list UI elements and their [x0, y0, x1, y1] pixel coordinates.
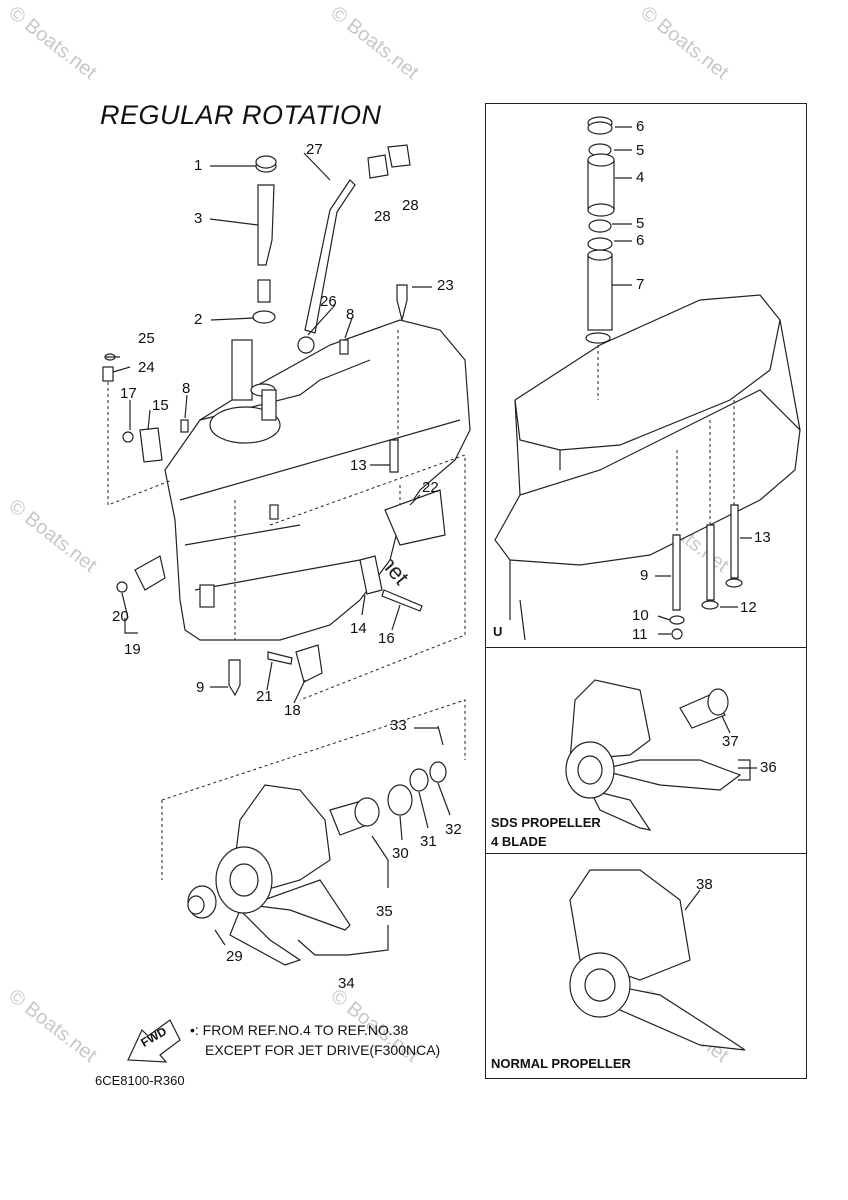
page-title: REGULAR ROTATION: [100, 100, 382, 130]
callout-36: 36: [760, 759, 777, 776]
callout-18: 18: [284, 702, 301, 719]
callout-11: 11: [632, 626, 648, 643]
callout-26: 26: [320, 293, 337, 310]
callout-21: 21: [256, 688, 273, 705]
propeller-main: [215, 784, 351, 966]
callout-23: 23: [437, 277, 454, 294]
callout-4: 4: [636, 169, 645, 186]
callout-16: 16: [378, 630, 395, 647]
callout-34: 34: [338, 975, 355, 992]
callout-5: 5: [636, 215, 645, 232]
normal-propeller-panel: [485, 853, 807, 1079]
callout-19: 19: [124, 641, 141, 658]
callout-6: 6: [636, 232, 645, 249]
callout-17: 17: [120, 385, 137, 402]
callout-24: 24: [138, 359, 155, 376]
diagram-code: 6CE8100-R360: [95, 1073, 185, 1088]
sds-blade-label: 4 BLADE: [491, 834, 547, 849]
footnote-line-2: EXCEPT FOR JET DRIVE(F300NCA): [205, 1042, 441, 1058]
callout-7: 7: [636, 276, 645, 293]
callout-30: 30: [392, 845, 409, 862]
u-variant-label: U: [493, 624, 503, 639]
callout-38: 38: [696, 876, 713, 893]
footnote-line-1: •: FROM REF.NO.4 TO REF.NO.38: [190, 1022, 409, 1038]
callout-35: 35: [376, 903, 393, 920]
callout-12: 12: [740, 599, 757, 616]
normal-propeller-label: NORMAL PROPELLER: [491, 1056, 631, 1071]
callout-14: 14: [350, 620, 367, 637]
footnote: •: FROM REF.NO.4 TO REF.NO.38 EXCEPT FOR…: [190, 1020, 440, 1060]
callout-37: 37: [722, 733, 739, 750]
callout-20: 20: [112, 608, 129, 625]
callout-32: 32: [445, 821, 462, 838]
callout-2: 2: [194, 311, 203, 328]
sds-propeller-label: SDS PROPELLER: [491, 815, 601, 830]
callout-8: 8: [182, 380, 191, 397]
normal-propeller: [569, 869, 746, 1051]
callout-10: 10: [632, 607, 649, 624]
callout-27: 27: [306, 141, 323, 158]
callout-1: 1: [194, 157, 203, 174]
fwd-arrow: [127, 1019, 181, 1063]
callout-13: 13: [350, 457, 367, 474]
callout-5: 5: [636, 142, 645, 159]
callout-13: 13: [754, 529, 771, 546]
callout-9: 9: [640, 567, 649, 584]
callout-25: 25: [138, 330, 155, 347]
callout-28: 28: [402, 197, 419, 214]
callout-3: 3: [194, 210, 203, 227]
callout-9: 9: [196, 679, 205, 696]
sds-propeller: [565, 679, 742, 831]
u-panel-housing: [494, 294, 801, 641]
callout-33: 33: [390, 717, 407, 734]
callout-15: 15: [152, 397, 169, 414]
callout-28: 28: [374, 208, 391, 225]
callout-6: 6: [636, 118, 645, 135]
callout-29: 29: [226, 948, 243, 965]
callout-22: 22: [422, 479, 439, 496]
callout-8: 8: [346, 306, 355, 323]
callout-31: 31: [420, 833, 437, 850]
